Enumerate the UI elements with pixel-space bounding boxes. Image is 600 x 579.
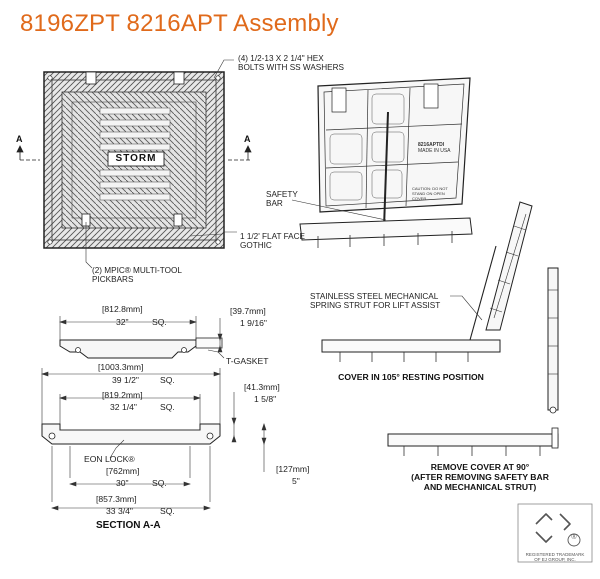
- section-a-a-caption: SECTION A-A: [96, 520, 161, 531]
- trademark-line1: REGISTERED TRADEMARK: [525, 552, 585, 557]
- top-view-cover: [43, 71, 225, 249]
- dim-32in: 32": [116, 317, 129, 327]
- gothic-line1: 1 1/2' FLAT FACE: [240, 232, 305, 241]
- dim-32in-sq: SQ.: [152, 317, 167, 327]
- underside-warning: CAUTION: DO NOT STAND ON OPEN COVER: [412, 186, 448, 201]
- dim-1-5-8in: 1 5/8": [254, 394, 277, 404]
- dim-762mm: [762mm]: [106, 466, 140, 476]
- remove-caption-line2: (AFTER REMOVING SAFETY BAR: [411, 472, 549, 482]
- strut-callout: STAINLESS STEEL MECHANICAL SPRING STRUT …: [310, 292, 440, 310]
- pickbars-callout: (2) MPIC® MULTI-TOOL PICKBARS: [92, 266, 182, 284]
- registered-symbol: ®: [571, 534, 577, 541]
- dim-41-3mm: [41.3mm]: [244, 382, 280, 392]
- remove-caption-line3: AND MECHANICAL STRUT): [423, 482, 537, 492]
- remove-caption: REMOVE COVER AT 90° (AFTER REMOVING SAFE…: [400, 462, 560, 492]
- pickbars-line1: (2) MPIC® MULTI-TOOL: [92, 266, 182, 275]
- hex-bolts-line1: (4) 1/2-13 x 2 1/4" HEX: [238, 54, 324, 63]
- page-title: 8196ZPT 8216APT Assembly: [20, 10, 339, 37]
- t-gasket-label: T-GASKET: [226, 356, 269, 366]
- trademark-line2: OF EJ GROUP, INC.: [534, 557, 576, 562]
- dim-819mm: [819.2mm]: [102, 390, 143, 400]
- hex-bolts-line2: BOLTS WITH SS WASHERS: [238, 63, 344, 72]
- safety-bar-line2: BAR: [266, 199, 283, 208]
- dim-30in-sq: SQ.: [152, 478, 167, 488]
- safety-bar-callout: SAFETY BAR: [266, 190, 298, 208]
- open-cover-view: [321, 201, 533, 362]
- pickbars-line2: PICKBARS: [92, 275, 134, 284]
- dim-32-1-4in-sq: SQ.: [160, 402, 175, 412]
- section-mark-right: A: [244, 134, 251, 144]
- underside-model: 8216APTDI: [418, 142, 445, 148]
- cover-profile: [59, 337, 225, 359]
- remove-caption-line1: REMOVE COVER AT 90°: [430, 462, 530, 472]
- dimension-lines: [41, 316, 267, 511]
- top-view-leaders: [85, 59, 237, 269]
- dim-32-1-4in: 32 1/4": [110, 402, 137, 412]
- eon-lock-label: EON LOCK®: [84, 454, 135, 464]
- dim-39-7mm: [39.7mm]: [230, 306, 266, 316]
- underside-made-in: MADE IN USA: [418, 148, 451, 154]
- side-elevation: [547, 267, 559, 414]
- dim-5in: 5": [292, 476, 300, 486]
- dim-812mm: [812.8mm]: [102, 304, 143, 314]
- section-line-a-a: [16, 145, 252, 161]
- dim-1-9-16in: 1 9/16": [240, 318, 267, 328]
- gothic-callout: 1 1/2' FLAT FACE GOTHIC: [240, 232, 305, 250]
- dim-39-1-2in-sq: SQ.: [160, 375, 175, 385]
- dim-39-1-2in: 39 1/2": [112, 375, 139, 385]
- frame-section: [41, 423, 221, 459]
- strut-line2: SPRING STRUT FOR LIFT ASSIST: [310, 301, 441, 310]
- dim-857mm: [857.3mm]: [96, 494, 137, 504]
- trademark-text: REGISTERED TRADEMARK OF EJ GROUP, INC.: [518, 552, 592, 562]
- dim-1003mm: [1003.3mm]: [98, 362, 144, 372]
- dim-33-3-4in: 33 3/4": [106, 506, 133, 516]
- resting-caption: COVER IN 105° RESTING POSITION: [338, 372, 484, 382]
- storm-plate-text: STORM: [115, 153, 157, 164]
- gothic-line2: GOTHIC: [240, 241, 272, 250]
- hex-bolts-callout: (4) 1/2-13 x 2 1/4" HEX BOLTS WITH SS WA…: [238, 54, 344, 72]
- dim-30in: 30": [116, 478, 129, 488]
- safety-bar-line1: SAFETY: [266, 190, 298, 199]
- underside-labels: 8216APTDI MADE IN USA: [418, 142, 451, 154]
- dim-127mm: [127mm]: [276, 464, 310, 474]
- strut-line1: STAINLESS STEEL MECHANICAL: [310, 292, 439, 301]
- remove-cover-view: [387, 427, 559, 456]
- underside-view: [291, 77, 473, 248]
- trademark-logo: [517, 503, 593, 563]
- dim-33-3-4in-sq: SQ.: [160, 506, 175, 516]
- section-mark-left: A: [16, 134, 23, 144]
